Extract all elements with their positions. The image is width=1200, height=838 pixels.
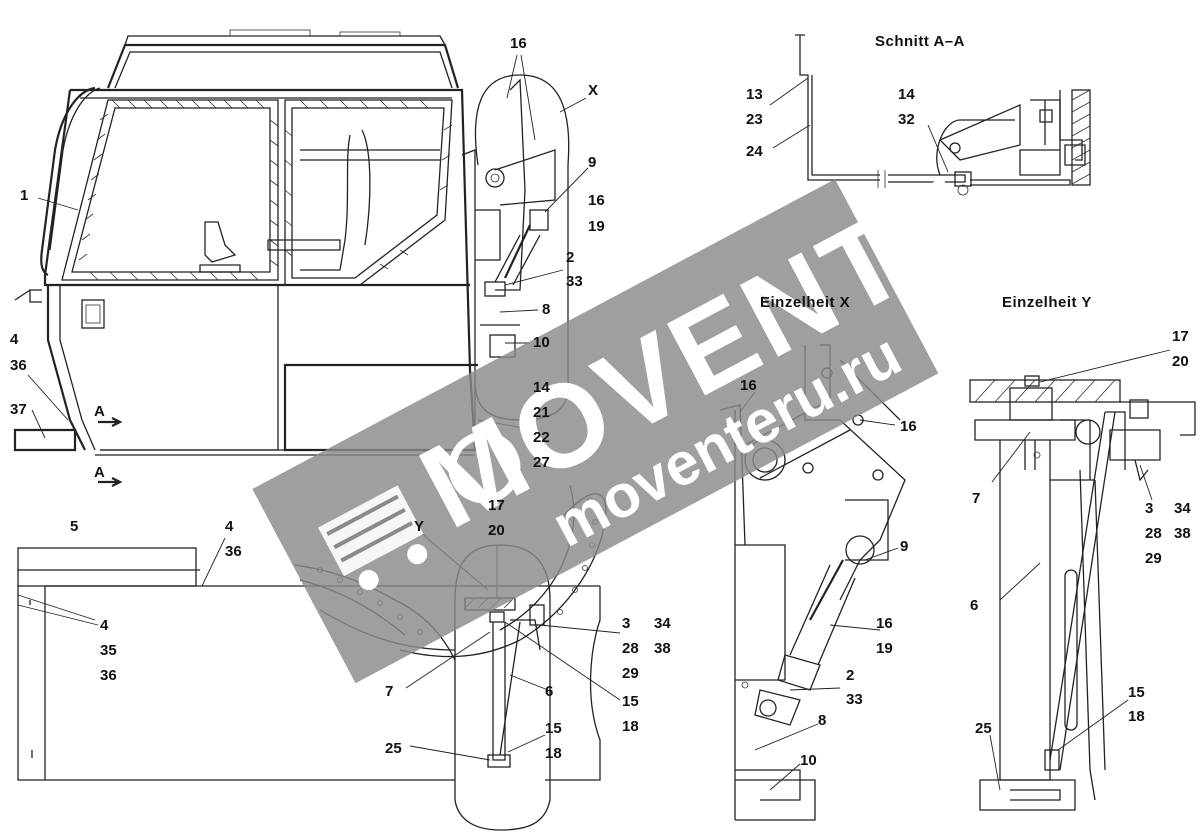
part-label: 38 <box>1174 525 1191 542</box>
part-label: 16 <box>588 192 605 209</box>
part-label: 16 <box>876 615 893 632</box>
part-label: 33 <box>566 273 583 290</box>
section-aa-view <box>795 34 1091 196</box>
part-label: 20 <box>488 522 505 539</box>
detail-marker: Y <box>414 518 424 535</box>
part-label: 15 <box>545 720 562 737</box>
part-label: 7 <box>385 683 393 700</box>
part-label: 6 <box>970 597 978 614</box>
part-label: 2 <box>566 249 574 266</box>
part-label: 4 <box>225 518 234 535</box>
part-label: 9 <box>588 154 596 171</box>
part-label: 9 <box>900 538 908 555</box>
part-label: 14 <box>898 86 915 103</box>
part-label: 25 <box>975 720 992 737</box>
detail-y-title: Einzelheit Y <box>1002 294 1092 311</box>
window-hatching-rear <box>284 99 453 270</box>
window-hatching-front <box>78 99 279 281</box>
part-label: 3 <box>622 615 630 632</box>
part-label: X <box>588 82 598 99</box>
top-view-labels: 5 4 36 4 35 36 Y 17 20 3 34 28 38 29 7 6… <box>70 497 671 762</box>
part-label: 33 <box>846 691 863 708</box>
part-label: 28 <box>622 640 639 657</box>
part-label: 19 <box>876 640 893 657</box>
part-label: 24 <box>746 143 763 160</box>
detail-x-title: Einzelheit X <box>760 294 850 311</box>
section-marker: A <box>94 403 105 420</box>
part-label: 34 <box>654 615 671 632</box>
part-label: 10 <box>800 752 817 769</box>
part-label: 3 <box>1145 500 1153 517</box>
part-label: 21 <box>533 404 550 421</box>
part-label: 20 <box>1172 353 1189 370</box>
part-label: 4 <box>100 617 109 634</box>
part-label: 5 <box>70 518 78 535</box>
part-label: 36 <box>10 357 27 374</box>
logo-shopping-cart-icon <box>318 485 428 591</box>
detail-y-labels: 17 20 7 3 34 28 38 29 6 15 18 25 <box>970 328 1191 737</box>
part-label: 23 <box>746 111 763 128</box>
part-label: 36 <box>225 543 242 560</box>
part-label: 4 <box>10 331 19 348</box>
part-label: 15 <box>622 693 639 710</box>
part-label: 18 <box>622 718 639 735</box>
part-label: 25 <box>385 740 402 757</box>
part-label: 27 <box>533 454 550 471</box>
part-label: 18 <box>545 745 562 762</box>
part-label: 16 <box>510 35 527 52</box>
part-label: 13 <box>746 86 763 103</box>
part-label: 2 <box>846 667 854 684</box>
section-aa-title: Schnitt A–A <box>875 33 965 50</box>
part-label: 8 <box>818 712 826 729</box>
part-label: 35 <box>100 642 117 659</box>
part-label: 7 <box>972 490 980 507</box>
part-label: 6 <box>545 683 553 700</box>
main-view-labels: 16 X 9 16 19 2 33 8 10 14 21 22 27 1 4 3… <box>10 35 605 481</box>
section-marker: A <box>94 464 105 481</box>
part-label: 34 <box>1174 500 1191 517</box>
part-label: 36 <box>100 667 117 684</box>
section-aa-leaders <box>769 77 949 173</box>
part-label: 10 <box>533 334 550 351</box>
part-label: 8 <box>542 301 550 318</box>
part-label: 28 <box>1145 525 1162 542</box>
part-label: 14 <box>533 379 550 396</box>
detail-y-view <box>969 375 1196 811</box>
part-label: 22 <box>533 429 550 446</box>
part-label: 29 <box>1145 550 1162 567</box>
part-label: 17 <box>1172 328 1189 345</box>
detail-x-labels: 16 16 9 16 19 2 33 8 10 <box>740 377 917 769</box>
part-label: 32 <box>898 111 915 128</box>
part-label: 38 <box>654 640 671 657</box>
detail-y-leaders <box>989 349 1171 791</box>
part-label: 16 <box>900 418 917 435</box>
part-label: 37 <box>10 401 27 418</box>
part-label: 16 <box>740 377 757 394</box>
part-label: 19 <box>588 218 605 235</box>
section-aa-labels: 13 23 24 14 32 <box>746 86 915 160</box>
part-label: 18 <box>1128 708 1145 725</box>
part-label: 17 <box>488 497 505 514</box>
watermark-o-ring <box>448 431 521 504</box>
part-label: 1 <box>20 187 28 204</box>
part-label: 29 <box>622 665 639 682</box>
part-label: 15 <box>1128 684 1145 701</box>
